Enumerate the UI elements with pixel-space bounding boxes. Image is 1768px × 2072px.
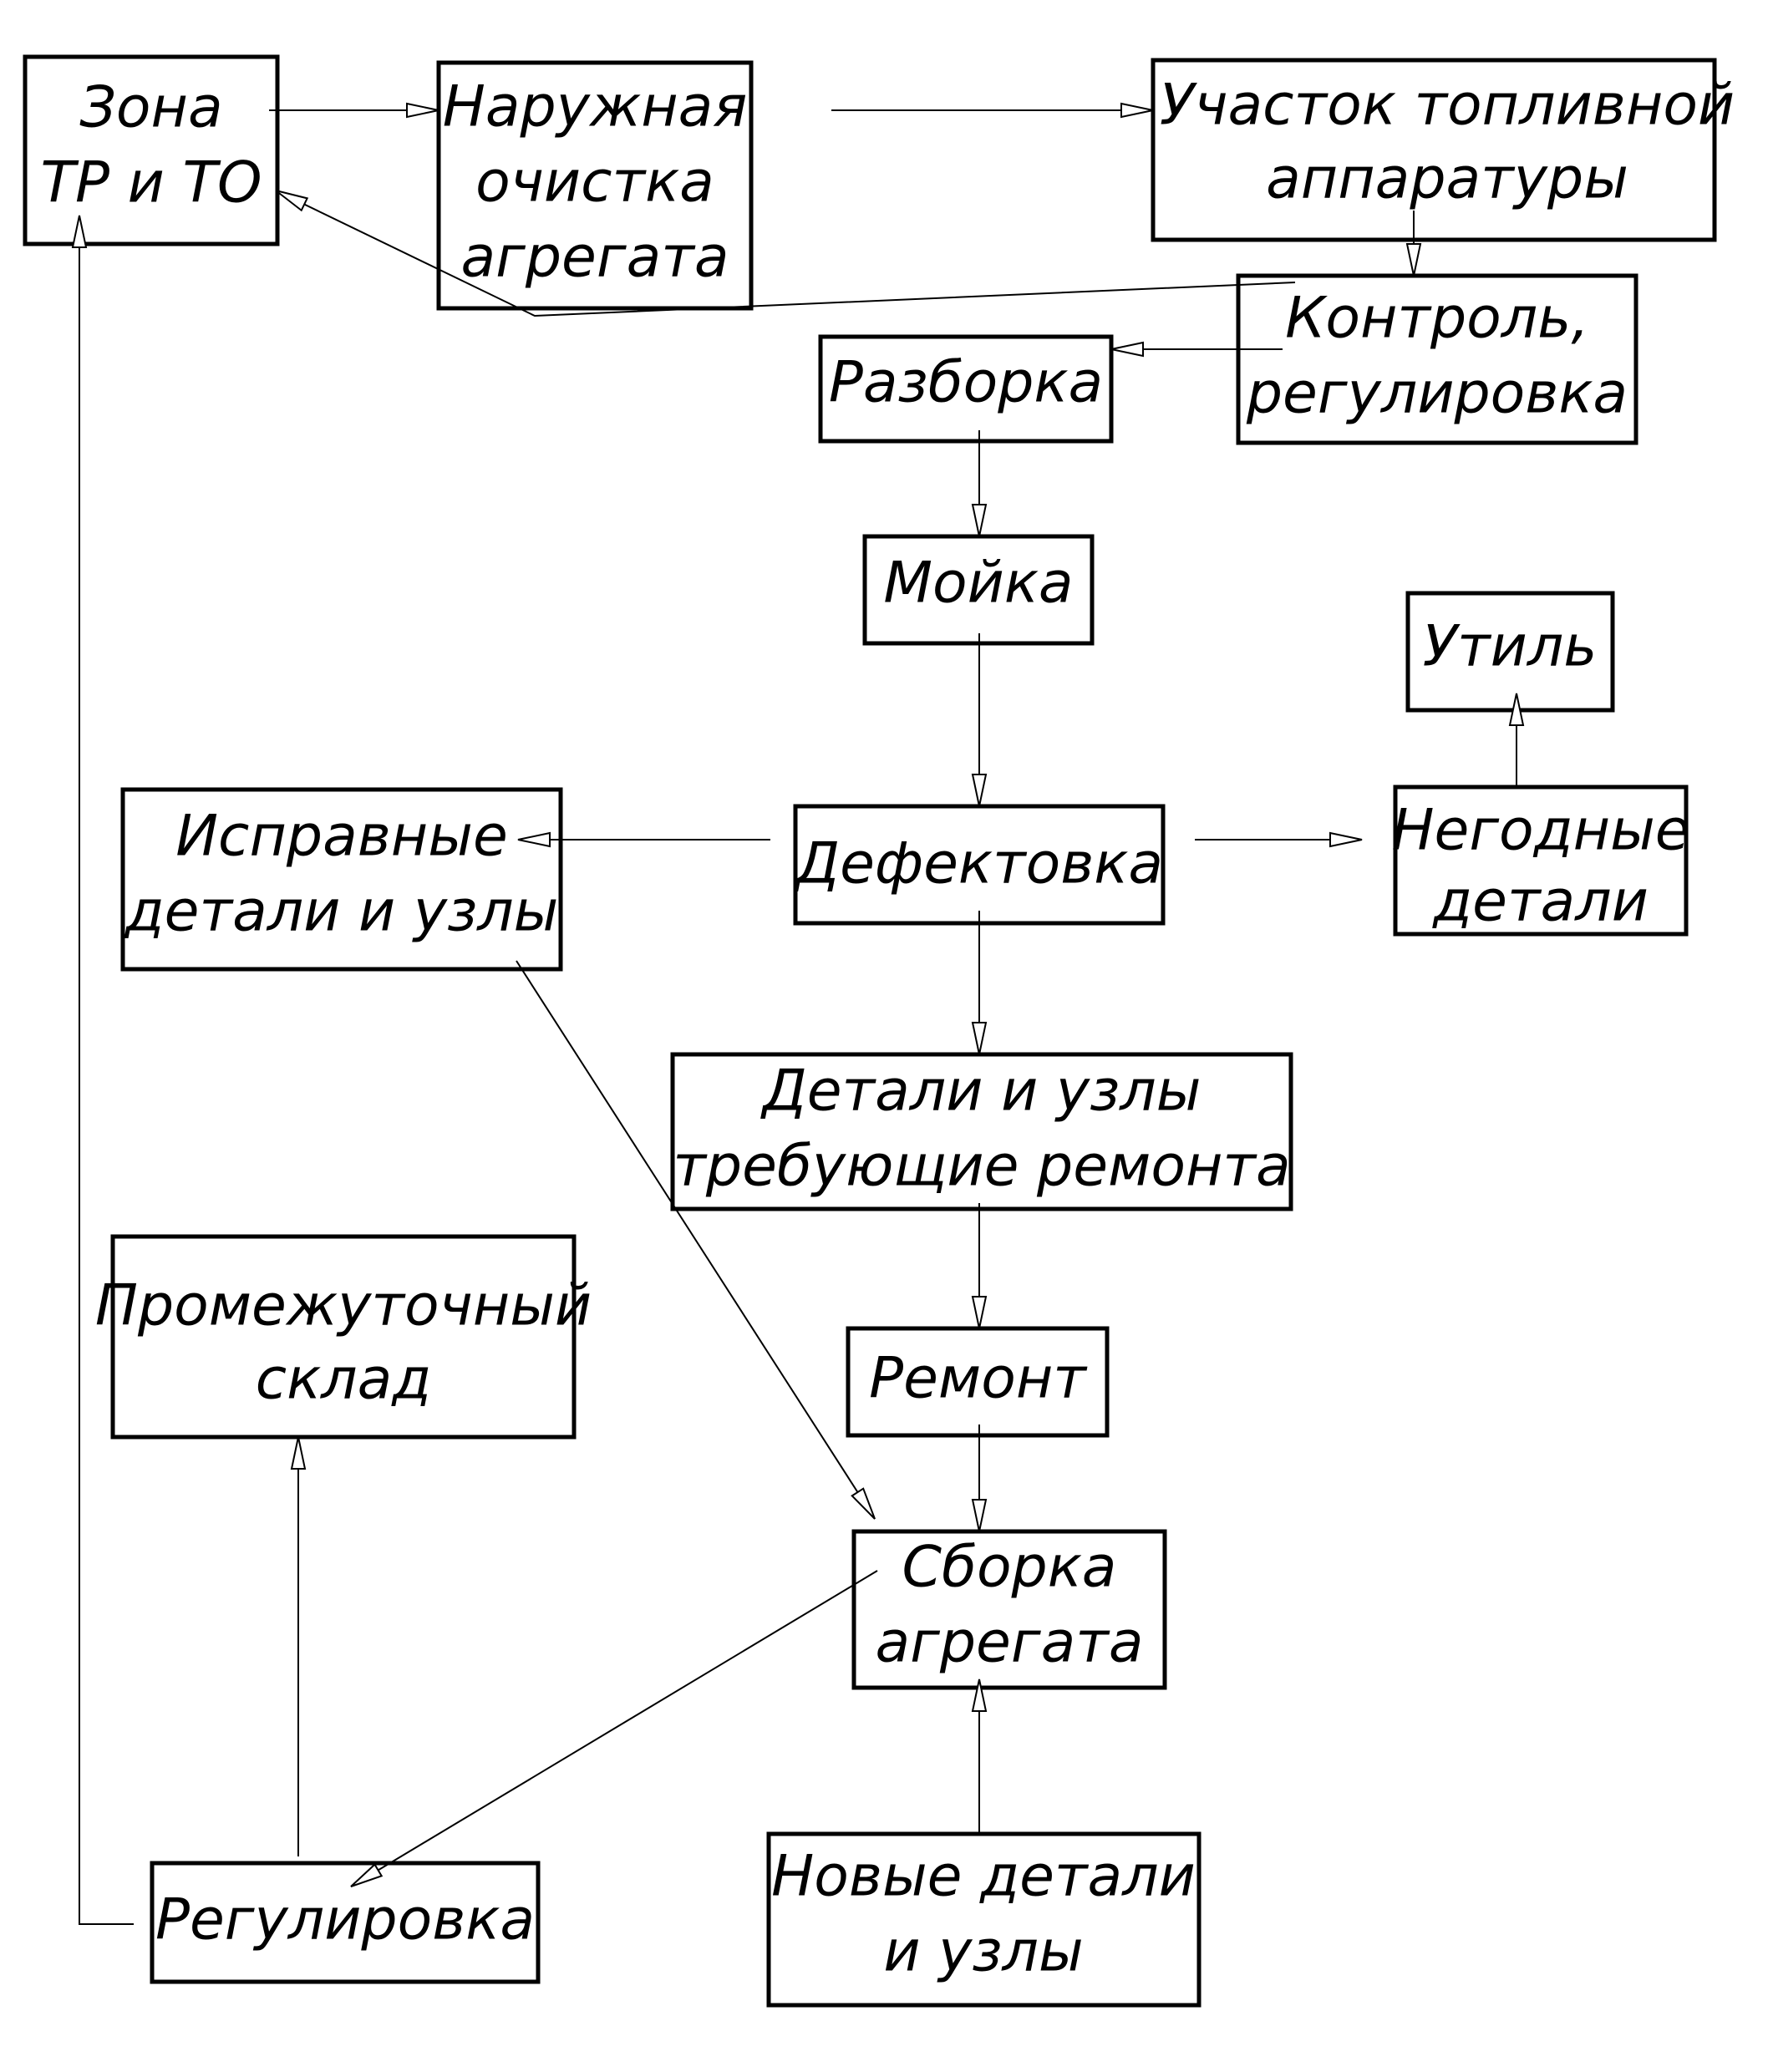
connector-need-repair-to-repair-arrowhead [971,1296,988,1329]
box-disassembly-line-1: Разборка [829,350,1103,416]
connector-outer-cleaning-to-fuel-section-arrowhead [1120,102,1154,119]
connector-zone-to-outer-cleaning-arrowhead [406,102,439,119]
box-disassembly: Разборка [818,334,1114,444]
connector-adjustment-to-storage-arrowhead [290,1436,307,1470]
connector-adjustment-to-zone-arrowhead [71,215,88,248]
connector-control-to-zone [275,190,1296,317]
connector-serviceable-to-assembly-arrowhead [851,1487,876,1520]
box-unusable-line-1: Негодные [1391,798,1689,864]
box-need-repair-line-1: Детали и узлы [760,1059,1202,1125]
connector-defect-to-need-repair-arrowhead [971,1022,988,1055]
connector-defect-to-serviceable-arrowhead [517,831,551,848]
connector-washing-to-defect-arrowhead [971,774,988,807]
connector-adjustment-to-zone [79,216,134,1925]
box-storage-line-2: склад [256,1347,432,1413]
box-outer-cleaning: Наружная очистка агрегата [436,60,754,311]
connector-new-parts-to-assembly-arrowhead [971,1678,988,1712]
connector-disassembly-to-washing-arrowhead [971,504,988,537]
box-fuel-section-line-2: аппаратуры [1266,146,1628,212]
box-control-line-2: регулировка [1246,361,1628,427]
box-zone: Зона ТР и ТО [23,54,280,246]
box-defect: Дефектовка [793,804,1166,926]
box-scrap: Утиль [1405,591,1615,713]
box-assembly-line-1: Сборка [902,1535,1117,1601]
box-new-parts: Новые детали и узлы [766,1831,1202,2008]
box-fuel-section-line-1: Участок топливной [1160,73,1735,139]
box-zone-line-2: ТР и ТО [40,150,262,216]
box-repair-line-1: Ремонт [869,1346,1088,1412]
connector-assembly-to-adjustment [350,1570,878,1887]
connector-fuel-section-to-control-arrowhead [1405,243,1422,277]
arrowheads-layer [71,102,1525,1887]
box-serviceable: Исправные детали и узлы [120,787,563,972]
box-new-parts-line-2: и узлы [883,1919,1083,1985]
box-adjustment-line-1: Регулировка [155,1887,535,1953]
box-serviceable-line-2: детали и узлы [124,879,559,945]
box-assembly-line-2: агрегата [875,1610,1143,1676]
box-control: Контроль, регулировка [1236,273,1638,445]
box-zone-line-1: Зона [79,75,222,141]
box-repair: Ремонт [846,1326,1110,1438]
box-washing-line-1: Мойка [883,551,1073,617]
box-washing: Мойка [862,534,1095,646]
box-storage: Промежуточный склад [95,1234,592,1440]
box-outer-cleaning-line-1: Наружная [443,74,748,140]
box-outer-cleaning-line-3: агрегата [460,225,729,291]
connector-control-to-disassembly-arrowhead [1110,341,1144,358]
box-storage-line-1: Промежуточный [95,1273,592,1339]
box-assembly: Сборка агрегата [851,1529,1167,1690]
connector-serviceable-to-assembly [516,960,876,1520]
connector-defect-to-unusable-arrowhead [1329,831,1363,848]
box-fuel-section: Участок топливной аппаратуры [1151,58,1735,242]
box-unusable: Негодные детали [1391,785,1690,937]
box-unusable-line-2: детали [1432,869,1649,935]
box-defect-line-1: Дефектовка [793,831,1163,897]
box-scrap-line-1: Утиль [1423,614,1598,680]
box-adjustment: Регулировка [150,1861,541,1984]
connector-unusable-to-scrap-arrowhead [1508,693,1525,726]
box-control-line-1: Контроль, [1285,286,1589,352]
box-need-repair-line-2: требующие ремонта [673,1134,1290,1200]
box-need-repair: Детали и узлы требующие ремонта [670,1052,1293,1211]
box-serviceable-line-1: Исправные [175,804,508,870]
box-outer-cleaning-line-2: очистка [475,150,714,216]
connector-control-to-zone-arrowhead [275,190,309,212]
connector-assembly-to-adjustment-arrowhead [350,1863,384,1887]
box-new-parts-line-1: Новые детали [771,1844,1196,1910]
connector-repair-to-assembly-arrowhead [971,1499,988,1532]
